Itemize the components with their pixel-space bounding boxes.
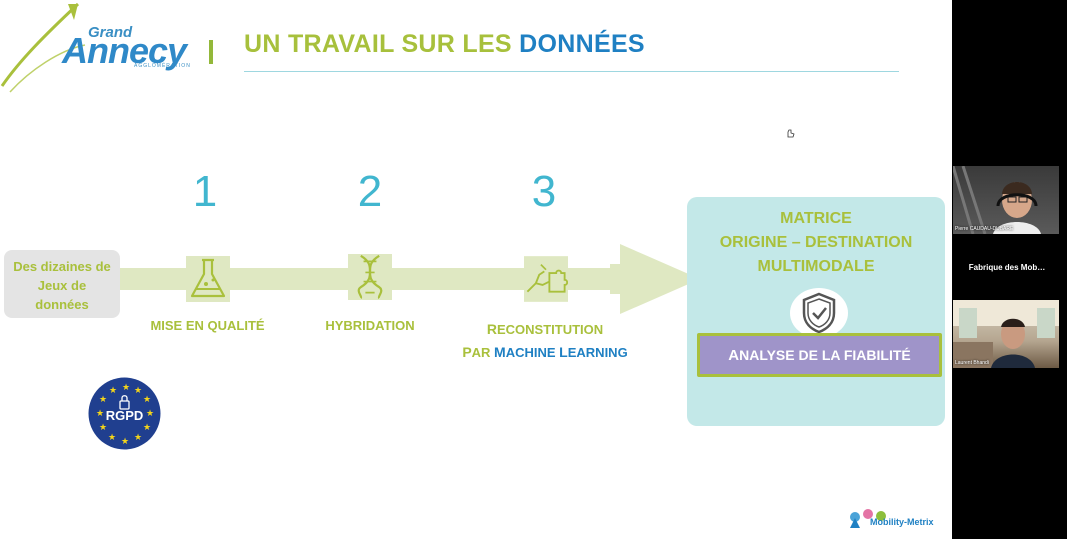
matrix-title: MATRICE ORIGINE – DESTINATION MULTIMODAL… — [687, 207, 945, 279]
flask-icon — [186, 256, 230, 302]
slide-title-main: UN TRAVAIL SUR LES — [244, 30, 520, 58]
participant-avatar-1 — [953, 166, 1041, 234]
rgpd-badge: ★ ★ ★ ★ ★ ★ ★ ★ ★ ★ ★ ★ — [88, 377, 161, 450]
par-cap: P — [462, 344, 472, 360]
reconstitution-cap: R — [486, 321, 497, 337]
presentation-slide: Grand Annecy AGGLOMÉRATION UN TRAVAIL SU… — [0, 0, 952, 539]
step-label-quality: MISE EN QUALITÉ — [150, 318, 265, 333]
step-number-1: 1 — [192, 167, 218, 216]
participant-video-tile-2[interactable]: Laurent Bhandi — [953, 300, 1059, 368]
svg-text:★: ★ — [134, 433, 142, 443]
participants-panel — [952, 0, 1067, 539]
logo-divider — [209, 40, 213, 64]
svg-text:★: ★ — [122, 383, 130, 393]
svg-text:★: ★ — [99, 423, 107, 433]
reliability-analysis-box: ANALYSE DE LA FIABILITÉ — [697, 333, 942, 377]
participant-name-middle[interactable]: Fabrique des Mob… — [968, 263, 1046, 272]
data-sources-line1: Des dizaines de — [13, 259, 111, 274]
title-underline — [244, 71, 899, 72]
slide-title: UN TRAVAIL SUR LES DONNÉES — [244, 30, 645, 59]
reconstitution-line2: PAR MACHINE LEARNING — [440, 341, 650, 364]
participant-name-2: Laurent Bhandi — [955, 360, 989, 366]
learning-cap: L — [559, 344, 568, 360]
shield-check-icon — [790, 288, 848, 338]
data-sources-line3: données — [35, 297, 89, 312]
reconstitution-rest: ECONSTITUTION — [496, 322, 604, 337]
logo-annecy-text: Annecy — [62, 30, 187, 71]
logo-swoosh-icon — [0, 2, 86, 93]
matrix-line2: ORIGINE – DESTINATION — [719, 234, 913, 251]
dna-icon — [348, 254, 392, 300]
svg-text:★: ★ — [121, 437, 129, 447]
svg-text:★: ★ — [143, 395, 151, 405]
participant-video-tile-1[interactable]: Pierre CAUDAU-DUBARE — [953, 166, 1059, 234]
svg-text:★: ★ — [99, 395, 107, 405]
svg-text:★: ★ — [134, 386, 142, 396]
eu-stars-icon: ★ ★ ★ ★ ★ ★ ★ ★ ★ ★ ★ ★ — [96, 383, 154, 447]
lock-icon — [119, 400, 130, 410]
matrix-line3: MULTIMODALE — [757, 258, 875, 275]
svg-text:★: ★ — [108, 433, 116, 443]
step-number-3: 3 — [531, 167, 557, 216]
slide-title-highlight: DONNÉES — [519, 30, 645, 58]
logo-agglomeration-text: AGGLOMÉRATION — [134, 63, 191, 69]
learning-rest: EARNING — [567, 345, 628, 360]
svg-text:★: ★ — [143, 423, 151, 433]
par-rest: AR — [471, 345, 495, 360]
mobility-metrix-text: Mobility-Metrix — [870, 517, 934, 527]
data-sources-line2: Jeux de — [37, 278, 87, 293]
mobility-metrix-logo-icon — [850, 509, 886, 528]
rgpd-label: RGPD — [105, 408, 144, 423]
data-sources-box: Des dizaines de Jeux de données — [4, 250, 120, 318]
machine-cap: M — [494, 344, 506, 360]
svg-text:★: ★ — [146, 409, 154, 419]
svg-text:★: ★ — [109, 386, 117, 396]
step-label-reconstitution: RECONSTITUTION PAR MACHINE LEARNING — [440, 318, 650, 364]
hand-cursor-icon — [787, 129, 795, 138]
reconstitution-line1: RECONSTITUTION — [440, 318, 650, 341]
step-number-2: 2 — [357, 167, 383, 216]
hand-puzzle-icon — [524, 256, 568, 302]
reliability-cap: A — [728, 347, 740, 364]
svg-text:★: ★ — [96, 409, 104, 419]
step-label-hybridation: HYBRIDATION — [325, 318, 415, 333]
participant-name-1: Pierre CAUDAU-DUBARE — [955, 226, 1014, 232]
reliability-rest: NALYSE DE LA FIABILITÉ — [739, 347, 911, 363]
machine-rest: ACHINE — [505, 345, 560, 360]
matrix-line1: MATRICE — [780, 210, 852, 227]
logo-grand-text: Grand — [88, 24, 133, 41]
participant-avatar-2 — [953, 300, 1059, 368]
